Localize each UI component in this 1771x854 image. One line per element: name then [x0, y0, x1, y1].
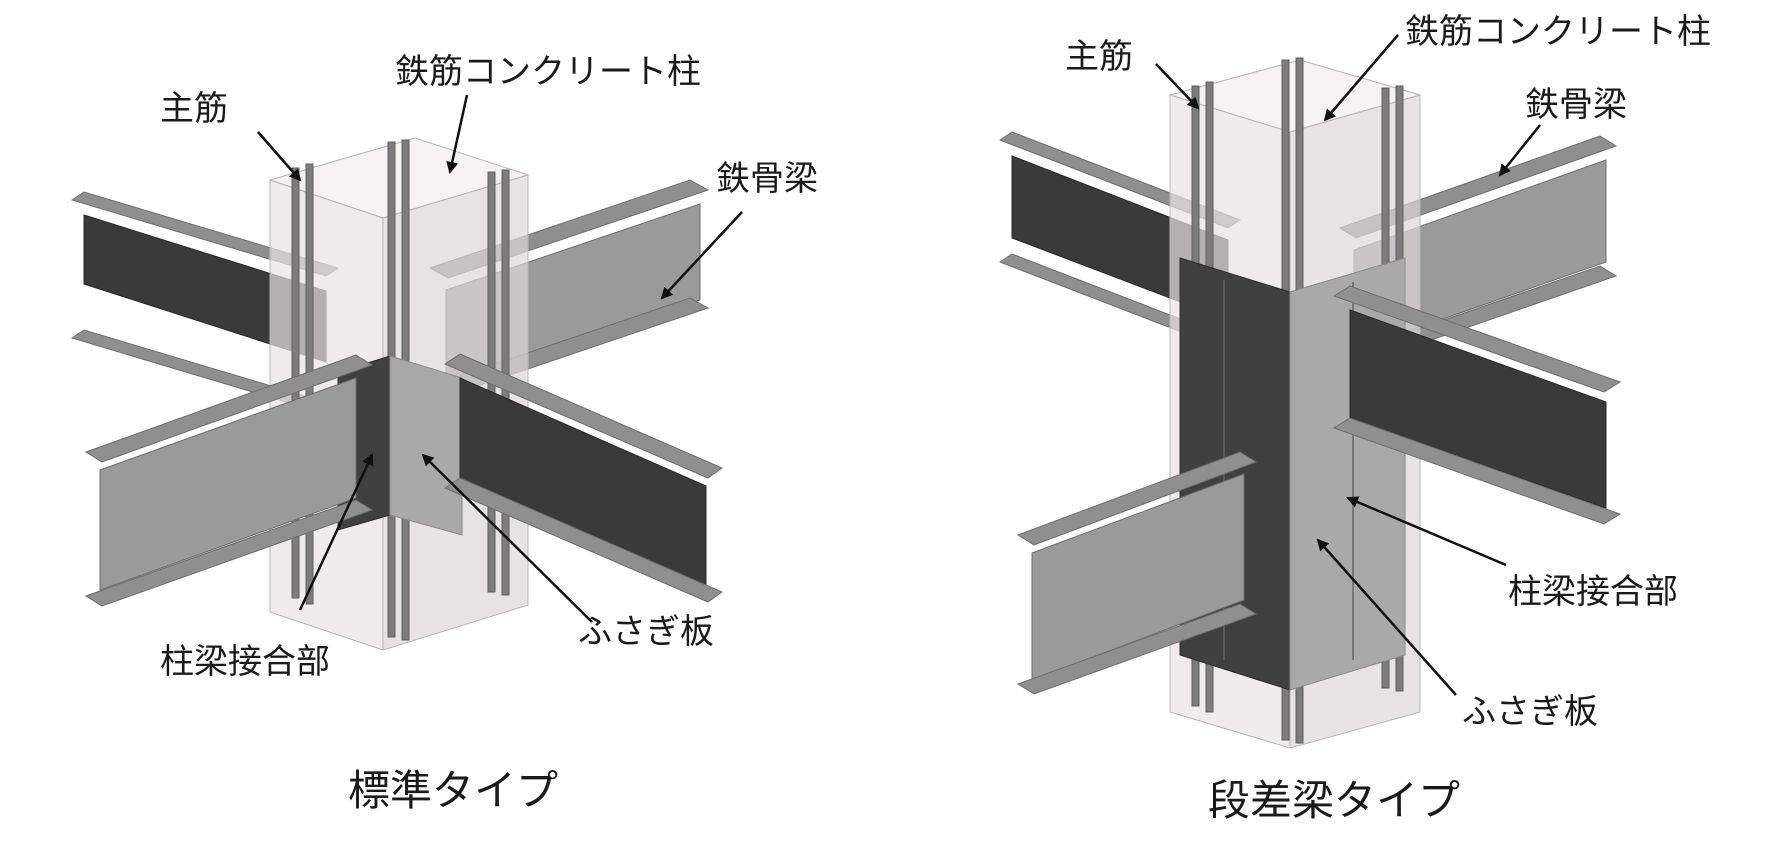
label-standard-main-rebar: 主筋 — [160, 89, 228, 129]
caption-stepped-type: 段差梁タイプ — [1208, 776, 1461, 825]
arrow-standard-rc-column — [446, 94, 469, 174]
arrow-standard-main-rebar — [257, 131, 302, 182]
label-stepped-cover-plate: ふさぎ板 — [1462, 692, 1598, 732]
label-stepped-joint: 柱梁接合部 — [1508, 572, 1678, 612]
steel-beam-front-right-middle — [1332, 285, 1622, 525]
steel-beam-front-left-lower — [1016, 451, 1258, 695]
caption-standard-type: 標準タイプ — [348, 766, 559, 815]
stepped-type-illustration — [998, 57, 1622, 749]
steel-beam-front-right — [443, 353, 724, 603]
label-standard-steel-beam: 鉄骨梁 — [716, 159, 818, 199]
leader-arrows — [257, 34, 1541, 696]
label-standard-joint: 柱梁接合部 — [160, 642, 330, 682]
steel-beam-front-left — [84, 354, 374, 607]
label-stepped-rc-column: 鉄筋コンクリート柱 — [1405, 12, 1711, 52]
arrow-stepped-joint — [1346, 496, 1507, 567]
arrow-standard-joint — [298, 453, 374, 611]
label-stepped-steel-beam: 鉄骨梁 — [1525, 85, 1627, 125]
label-stepped-main-rebar: 主筋 — [1065, 37, 1133, 77]
arrow-stepped-steel-beam — [1498, 124, 1541, 177]
arrow-standard-cover-plate — [421, 453, 593, 623]
arrow-stepped-main-rebar — [1155, 63, 1200, 110]
standard-type-illustration — [70, 137, 724, 651]
arrow-stepped-rc-column — [1323, 34, 1399, 122]
label-standard-rc-column: 鉄筋コンクリート柱 — [395, 52, 701, 92]
arrow-standard-steel-beam — [660, 211, 743, 300]
arrow-stepped-cover-plate — [1316, 538, 1457, 696]
label-standard-cover-plate: ふさぎ板 — [578, 612, 714, 652]
